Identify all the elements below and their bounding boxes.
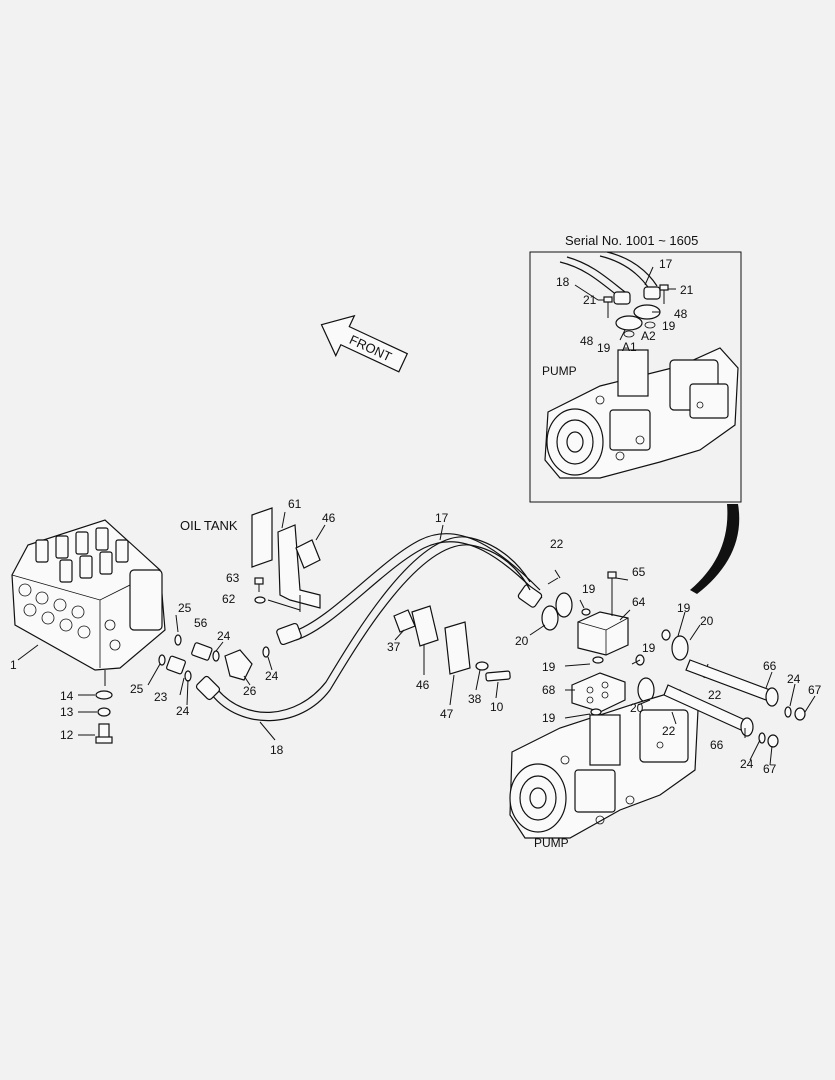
hose-17 <box>276 533 543 646</box>
callout-66-bottom: 66 <box>710 738 724 752</box>
callout-22-top: 22 <box>550 537 564 551</box>
callout-inset-21-left: 21 <box>583 293 597 307</box>
callout-20-left: 20 <box>515 634 529 648</box>
inset-pump-label: PUMP <box>542 364 577 378</box>
callout-13: 13 <box>60 705 74 719</box>
callout-64: 64 <box>632 595 646 609</box>
callout-24-right-bottom: 24 <box>740 757 754 771</box>
callout-65: 65 <box>632 565 646 579</box>
oil-tank-brackets <box>251 507 511 682</box>
inset-pump <box>544 347 739 479</box>
front-arrow: FRONT <box>320 314 409 373</box>
callout-10: 10 <box>490 700 504 714</box>
callout-66-top: 66 <box>763 659 777 673</box>
callout-23: 23 <box>154 690 168 704</box>
callout-24-upper: 24 <box>217 629 231 643</box>
callout-18: 18 <box>270 743 284 757</box>
callout-inset-48-left: 48 <box>580 334 594 348</box>
callout-25-bottom: 25 <box>130 682 144 696</box>
callout-46-top: 46 <box>322 511 336 525</box>
main-pump <box>509 689 699 839</box>
callout-inset-18: 18 <box>556 275 570 289</box>
callout-20-right: 20 <box>700 614 714 628</box>
callout-19-lower: 19 <box>542 711 556 725</box>
callout-37: 37 <box>387 640 401 654</box>
callout-24-left: 24 <box>176 704 190 718</box>
callout-19-right-mid: 19 <box>642 641 656 655</box>
callout-67-top: 67 <box>808 683 822 697</box>
callout-inset-48-right: 48 <box>674 307 688 321</box>
callout-47: 47 <box>440 707 454 721</box>
callout-25-top: 25 <box>178 601 192 615</box>
callout-19-right-top: 19 <box>677 601 691 615</box>
callout-1: 1 <box>10 658 17 672</box>
callout-17: 17 <box>435 511 449 525</box>
callout-19-manifold: 19 <box>542 660 556 674</box>
callout-67-bottom: 67 <box>763 762 777 776</box>
callout-14: 14 <box>60 689 74 703</box>
callout-22-lower: 22 <box>662 724 676 738</box>
callout-inset-19-left: 19 <box>597 341 611 355</box>
inset-pointer-arrow <box>690 504 740 594</box>
callout-12: 12 <box>60 728 74 742</box>
inset-title: Serial No. 1001 ~ 1605 <box>565 233 698 248</box>
callout-38: 38 <box>468 692 482 706</box>
callout-22-right: 22 <box>708 688 722 702</box>
inset-serial-variant: Serial No. 1001 ~ 1605 <box>529 233 742 503</box>
port-a2-label: A2 <box>641 329 656 343</box>
callout-46-bottom: 46 <box>416 678 430 692</box>
hose-18 <box>195 536 531 722</box>
callout-24-mid: 24 <box>265 669 279 683</box>
shafts <box>663 659 806 748</box>
callout-inset-19-right: 19 <box>662 319 676 333</box>
callout-61: 61 <box>288 497 302 511</box>
callout-19-top: 19 <box>582 582 596 596</box>
callout-26: 26 <box>243 684 257 698</box>
pump-label: PUMP <box>534 836 569 850</box>
callout-inset-17: 17 <box>659 257 673 271</box>
callout-62: 62 <box>222 592 236 606</box>
callout-63: 63 <box>226 571 240 585</box>
callout-68: 68 <box>542 683 556 697</box>
oil-tank-label: OIL TANK <box>180 518 238 533</box>
callout-20-lower: 20 <box>630 701 644 715</box>
callout-inset-21-right: 21 <box>680 283 694 297</box>
control-valve <box>11 519 166 671</box>
callout-56: 56 <box>194 616 208 630</box>
callout-24-right-top: 24 <box>787 672 801 686</box>
port-a1-label: A1 <box>622 340 637 354</box>
